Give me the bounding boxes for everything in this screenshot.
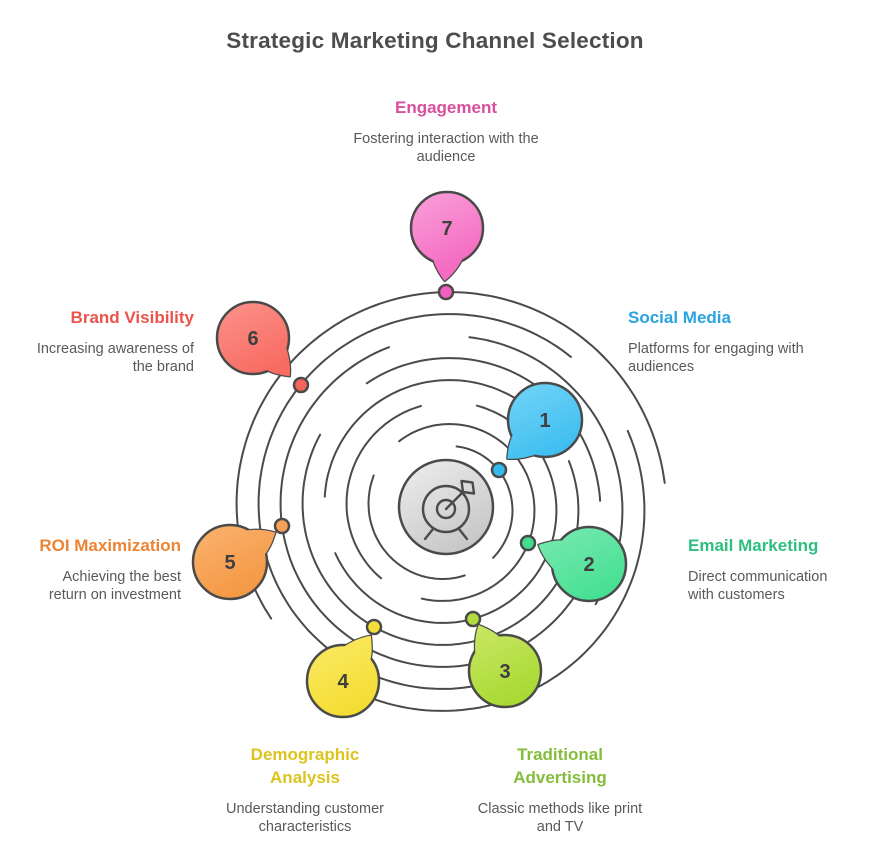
- label-brand-visibility: Brand Visibility Increasing awareness of…: [22, 306, 194, 376]
- label-roi-maximization: ROI Maximization Achieving the best retu…: [6, 534, 181, 604]
- step-title: Engagement: [394, 98, 498, 117]
- label-traditional-advertising: Traditional Advertising Classic methods …: [460, 743, 660, 836]
- bubble-circle: [215, 300, 291, 376]
- step-title: Email Marketing: [688, 536, 819, 555]
- bubble-tail-fill: [507, 433, 539, 459]
- label-email-marketing: Email Marketing Direct communication wit…: [688, 534, 868, 604]
- label-demographic-analysis: Demographic Analysis Understanding custo…: [205, 743, 405, 836]
- bubble-number: 4: [337, 671, 349, 693]
- bubble-number: 6: [247, 328, 258, 350]
- step-description: Achieving the best return on investment: [48, 569, 181, 603]
- target-dart-icon: [421, 479, 476, 541]
- bubble-number: 1: [539, 410, 550, 432]
- spiral-dot-email-marketing: [519, 534, 537, 552]
- step-description: Classic methods like print and TV: [477, 801, 643, 835]
- bubble-tail-fill: [433, 256, 464, 281]
- bubble-tail-fill: [538, 540, 565, 572]
- step-description: Understanding customer characteristics: [226, 801, 384, 835]
- step-bubble-demographic-analysis: 4: [305, 634, 381, 719]
- spiral-dot-social-media: [490, 461, 508, 479]
- step-title: Traditional Advertising: [513, 745, 607, 787]
- step-bubble-roi-maximization: 5: [191, 523, 277, 601]
- step-bubble-social-media: 1: [506, 381, 584, 461]
- step-title: Demographic Analysis: [250, 745, 360, 787]
- label-social-media: Social Media Platforms for engaging with…: [628, 306, 804, 376]
- center-circle: [397, 458, 495, 556]
- bubble-circle: [305, 643, 381, 719]
- spiral-dot-brand-visibility: [292, 376, 310, 394]
- spiral-dot-demographic-analysis: [365, 618, 383, 636]
- label-engagement: Engagement Fostering interaction with th…: [335, 96, 557, 166]
- bubble-circle: [506, 381, 584, 459]
- bubble-circle: [467, 633, 543, 709]
- page-title: Strategic Marketing Channel Selection: [226, 28, 644, 53]
- step-bubble-engagement: 7: [409, 190, 485, 283]
- bubble-number: 2: [583, 554, 594, 576]
- bubble-tail-fill: [475, 625, 501, 657]
- spiral-dot-engagement: [437, 283, 455, 301]
- spiral-dot-traditional-advertising: [464, 610, 482, 628]
- bubble-tail-fill: [342, 635, 372, 662]
- step-title: Social Media: [628, 308, 731, 327]
- step-title: ROI Maximization: [39, 536, 181, 555]
- step-description: Platforms for engaging with audiences: [628, 341, 804, 375]
- step-bubble-email-marketing: 2: [537, 525, 628, 603]
- bubble-circle: [191, 523, 269, 601]
- step-description: Direct communication with customers: [688, 569, 828, 603]
- bubble-number: 5: [224, 552, 235, 574]
- spiral-path: [235, 291, 666, 712]
- bubble-number: 3: [499, 661, 510, 683]
- step-title: Brand Visibility: [70, 308, 194, 327]
- bubble-tail-fill: [243, 529, 276, 556]
- spiral-dot-roi-maximization: [273, 517, 291, 535]
- step-description: Fostering interaction with the audience: [353, 131, 539, 165]
- bubble-number: 7: [441, 218, 452, 240]
- step-bubble-traditional-advertising: 3: [467, 623, 543, 709]
- bubble-tail-fill: [265, 345, 290, 377]
- step-description: Increasing awareness of the brand: [36, 341, 194, 375]
- step-bubble-brand-visibility: 6: [215, 300, 292, 378]
